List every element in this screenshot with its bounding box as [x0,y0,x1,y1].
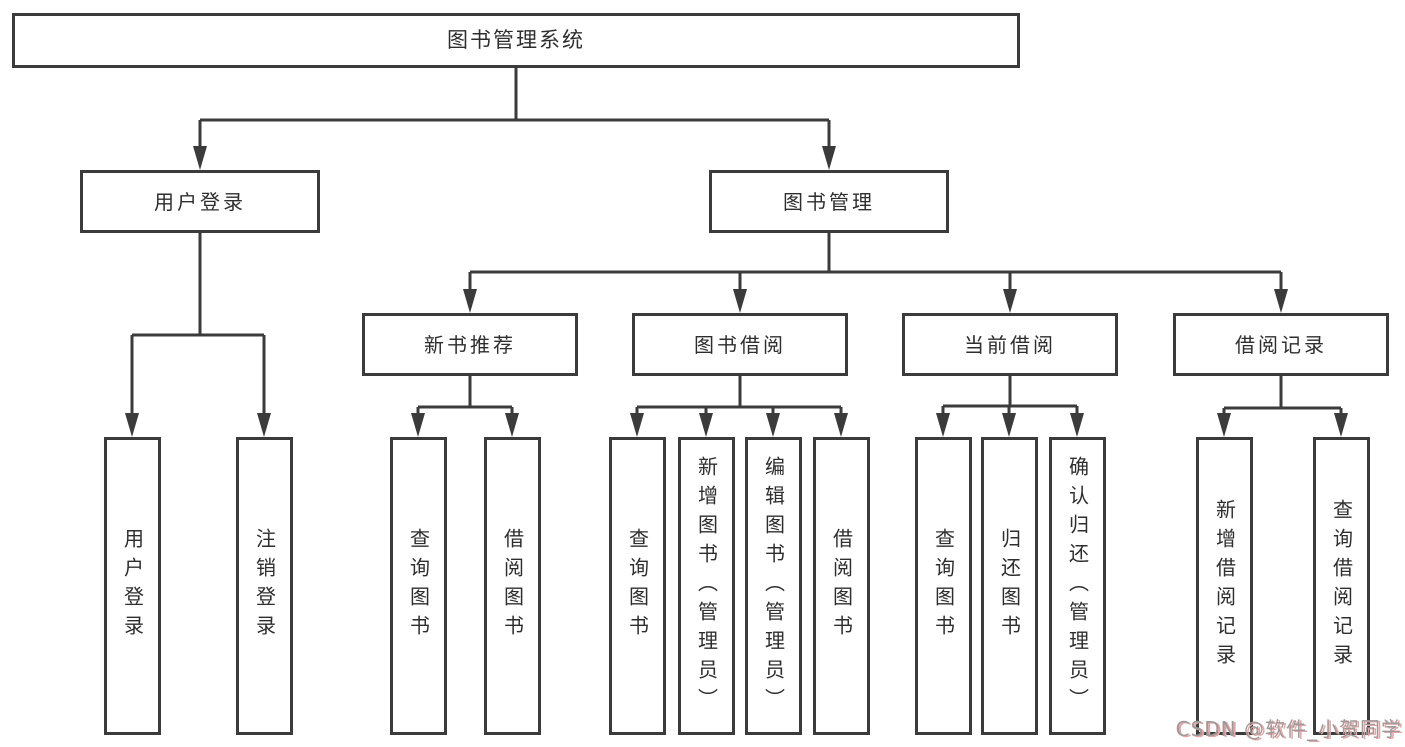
node-label: 新书推荐 [424,332,516,357]
node-label: 用户登录 [120,528,145,644]
node-current-borrowing: 当前借阅 [902,313,1118,376]
node-label: 借阅图书 [500,528,525,644]
leaf-add-borrow-record: 新增借阅记录 [1196,437,1253,735]
node-label: 查询借阅记录 [1329,499,1354,673]
leaf-user-login: 用户登录 [104,437,161,735]
node-label: 查询图书 [406,528,431,644]
leaf-borrow-books-2: 借阅图书 [813,437,870,735]
node-label: 图书管理系统 [447,28,585,52]
leaf-borrow-books-1: 借阅图书 [484,437,541,735]
node-label: 借阅图书 [829,528,854,644]
leaf-add-books-admin: 新增图书（管理员） [678,437,735,735]
node-label: 图书管理 [783,189,875,214]
node-label: 注销登录 [252,528,277,644]
node-label: 查询图书 [625,528,650,644]
node-user-login: 用户登录 [80,170,320,233]
node-book-borrowing: 图书借阅 [632,313,848,376]
leaf-query-borrow-record: 查询借阅记录 [1313,437,1370,735]
node-label: 新增图书（管理员） [694,455,719,717]
csdn-watermark: CSDN @软件_小贺同学 [1175,717,1402,741]
leaf-logout: 注销登录 [236,437,293,735]
node-new-book-recommend: 新书推荐 [362,313,578,376]
node-label: 借阅记录 [1235,332,1327,357]
node-label: 归还图书 [997,528,1022,644]
leaf-query-books-3: 查询图书 [915,437,972,735]
node-label: 查询图书 [931,528,956,644]
node-borrowing-records: 借阅记录 [1173,313,1389,376]
node-label: 确认归还（管理员） [1065,455,1090,717]
node-book-management: 图书管理 [709,170,949,233]
node-label: 图书借阅 [694,332,786,357]
node-label: 编辑图书（管理员） [761,455,786,717]
node-label: 新增借阅记录 [1212,499,1237,673]
leaf-query-books-2: 查询图书 [609,437,666,735]
leaf-edit-books-admin: 编辑图书（管理员） [745,437,802,735]
leaf-query-books-1: 查询图书 [390,437,447,735]
leaf-confirm-return-admin: 确认归还（管理员） [1049,437,1106,735]
node-label: 用户登录 [154,189,246,214]
leaf-return-books: 归还图书 [981,437,1038,735]
node-label: 当前借阅 [964,332,1056,357]
node-root: 图书管理系统 [12,13,1020,68]
